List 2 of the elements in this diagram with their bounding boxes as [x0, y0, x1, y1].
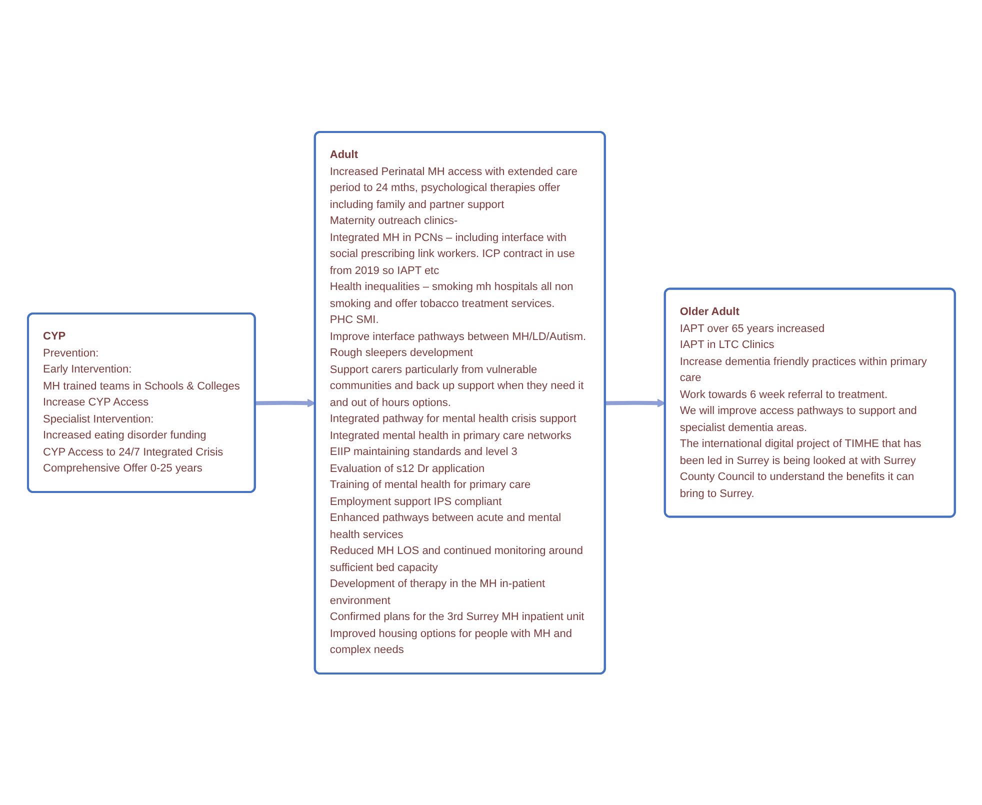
- arrow: [254, 398, 316, 408]
- arrow: [604, 398, 666, 408]
